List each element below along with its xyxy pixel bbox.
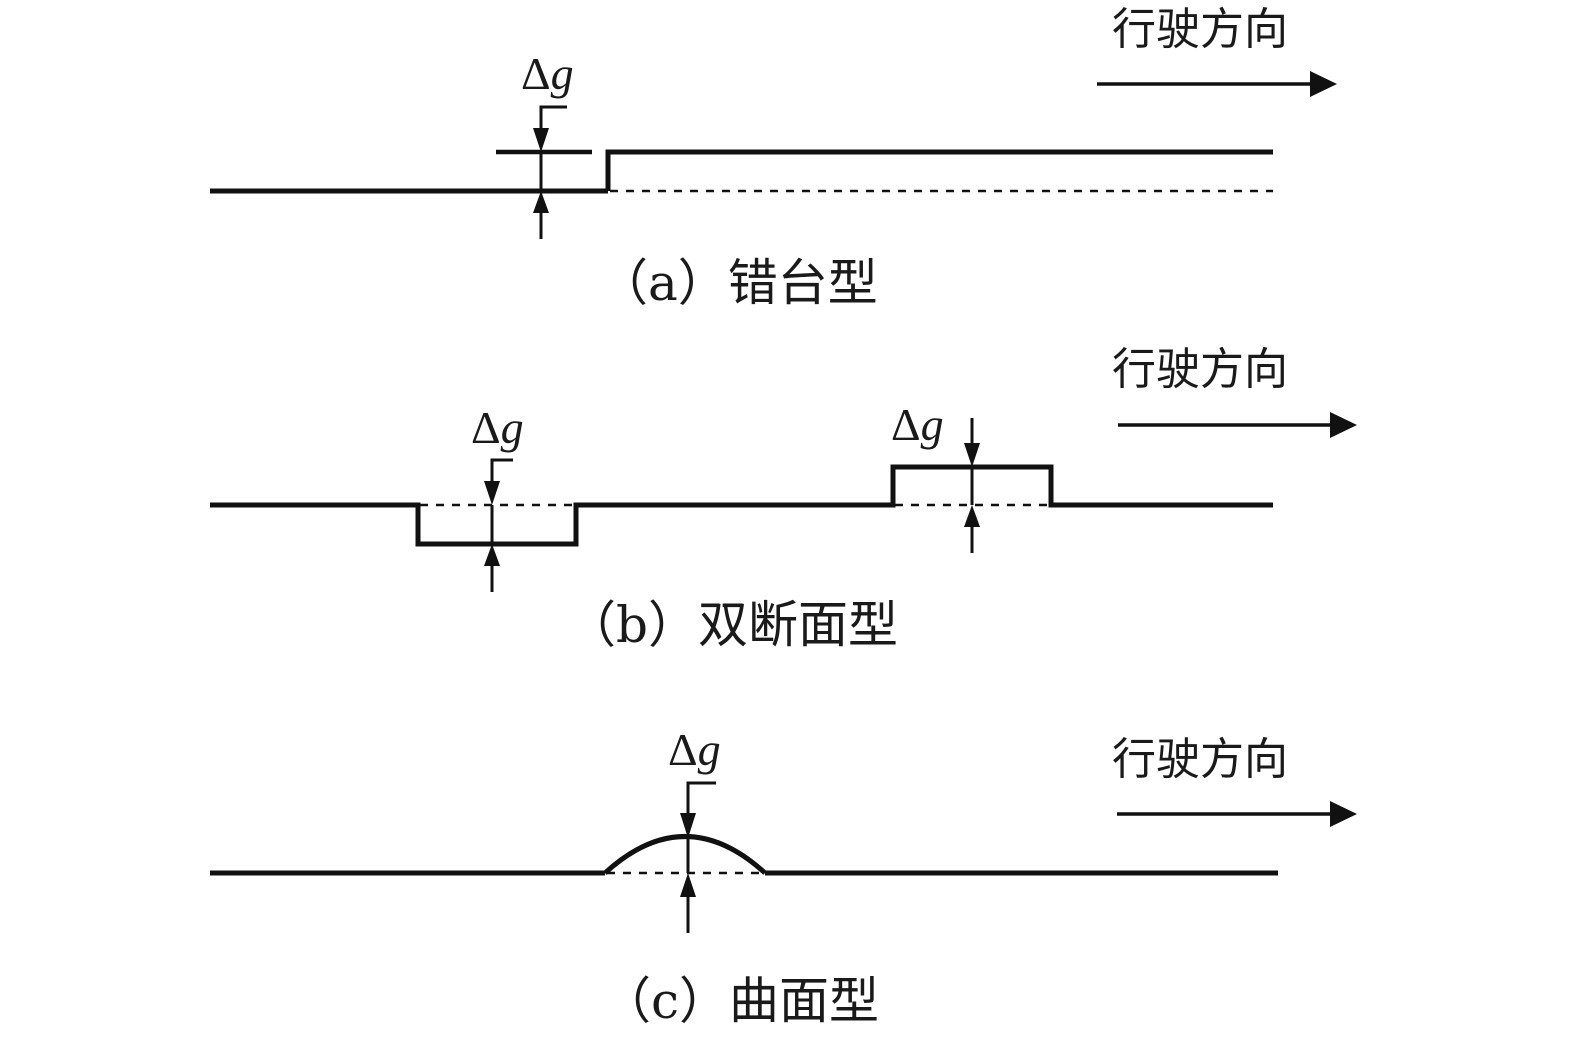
direction-label-c: 行驶方向 <box>1112 734 1288 785</box>
curved-bump-line-c <box>603 834 767 875</box>
panel-a: 行驶方向 Δg （a）错台型 <box>210 4 1337 312</box>
caption-b: （b）双断面型 <box>566 596 898 654</box>
dimension-indicator-b-bump <box>964 418 980 553</box>
direction-label-a: 行驶方向 <box>1112 4 1288 55</box>
dimension-indicator-c <box>680 781 716 933</box>
caption-c: （c）曲面型 <box>601 972 879 1030</box>
direction-arrow-b <box>1118 412 1357 438</box>
raised-slab-line-a <box>605 149 1273 191</box>
dimension-indicator-a <box>533 105 567 239</box>
delta-g-label-a: Δg <box>521 48 574 99</box>
direction-label-b: 行驶方向 <box>1112 344 1288 395</box>
delta-g-label-b-dip: Δg <box>471 402 524 453</box>
panel-b: 行驶方向 Δg Δg （b）双断面型 <box>210 344 1357 654</box>
caption-a: （a）错台型 <box>598 254 878 312</box>
dimension-indicator-b-dip <box>484 458 513 592</box>
delta-g-label-b-bump: Δg <box>891 399 944 450</box>
panel-c: 行驶方向 Δg （c）曲面型 <box>210 724 1357 1030</box>
delta-g-label-c: Δg <box>668 724 721 775</box>
road-profile-line-b <box>210 464 1273 547</box>
direction-arrow-a <box>1097 71 1337 97</box>
direction-arrow-c <box>1117 801 1357 827</box>
